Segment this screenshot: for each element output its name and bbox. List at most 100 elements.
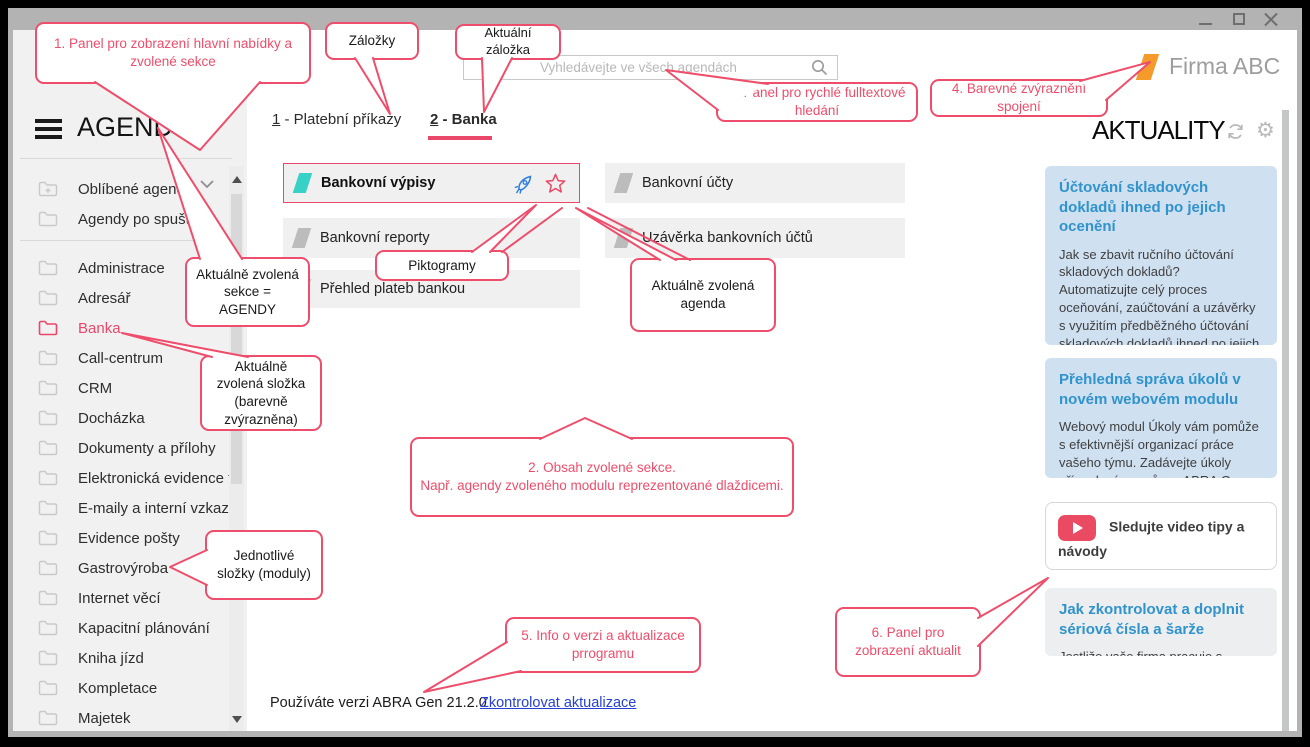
chevron-down-icon[interactable] <box>200 180 214 189</box>
settings-gear-icon[interactable]: ⚙ <box>1256 119 1275 142</box>
sidebar-item-label: Banka <box>78 319 121 337</box>
callout-text: 6. Panel pro zobrazení aktualit <box>855 625 961 658</box>
news-card[interactable]: Jak zkontrolovat a doplnit sériová čísla… <box>1045 588 1277 656</box>
video-card-label: Sledujte video tipy a návody <box>1058 518 1245 559</box>
callout-text: 5. Info o verzi a aktualizace prrogramu <box>521 628 685 661</box>
callout-modules: Jednotlivé složky (moduly) <box>205 530 323 600</box>
folder-icon <box>38 530 58 546</box>
scrollbar-thumb[interactable] <box>231 194 242 484</box>
sidebar-item-label: Gastrovýroba <box>78 559 169 577</box>
callout-active-tab: Aktuální záložka <box>455 24 561 60</box>
callout-main-menu-panel: 1. Panel pro zobrazení hlavní nabídky a … <box>35 22 311 84</box>
news-card-title[interactable]: Účtování skladových dokladů ihned po jej… <box>1059 179 1226 235</box>
tile-bankovni-vypisy[interactable]: Bankovní výpisy <box>283 163 580 203</box>
sidebar-item-label: Adresář <box>78 289 131 307</box>
sidebar-scrollbar[interactable] <box>229 166 244 731</box>
sidebar-item-administrace[interactable]: Administrace <box>13 253 232 283</box>
sidebar-item-crm[interactable]: CRM <box>13 373 232 403</box>
sidebar-item-label: Internet věcí <box>78 589 161 607</box>
tab-platebni-prikazy[interactable]: 1 - Platební příkazy <box>272 111 401 128</box>
star-icon[interactable] <box>544 172 567 195</box>
sidebar-item-internet-veci[interactable]: Internet věcí <box>13 583 232 613</box>
video-tips-card[interactable]: Sledujte video tipy a návody <box>1045 502 1277 570</box>
agenda-teal-icon <box>292 173 313 193</box>
news-card[interactable]: Účtování skladových dokladů ihned po jej… <box>1045 166 1277 345</box>
sidebar-item-gastrovyroba[interactable]: Gastrovýroba <box>13 553 232 583</box>
sidebar-item-majetek[interactable]: Majetek <box>13 703 232 733</box>
folder-icon <box>38 560 58 576</box>
close-icon[interactable] <box>1264 11 1278 27</box>
tile-prehled-plateb-bankou[interactable]: Přehled plateb bankou <box>283 270 580 308</box>
sidebar-item-kniha-jizd[interactable]: Kniha jízd <box>13 643 232 673</box>
sidebar-item-kompletace[interactable]: Kompletace <box>13 673 232 703</box>
sidebar-item-adresar[interactable]: Adresář <box>13 283 232 313</box>
sidebar-item-oblibene-agendy[interactable]: Oblíbené agendy <box>13 174 232 204</box>
tab-number: 2 <box>430 111 439 128</box>
sidebar-item-label: Oblíbené agendy <box>78 180 193 198</box>
sidebar-item-dokumenty[interactable]: Dokumenty a přílohy <box>13 433 232 463</box>
scroll-down-icon[interactable] <box>232 716 242 723</box>
tile-uzaverka-bankovnich-uctu[interactable]: Uzávěrka bankovních účtů <box>605 218 905 258</box>
callout-text: 2. Obsah zvolené sekce. Např. agendy zvo… <box>420 460 784 493</box>
news-card[interactable]: Přehledná správa úkolů v novém webovém m… <box>1045 358 1277 478</box>
sidebar-item-label: CRM <box>78 379 113 397</box>
agenda-gray-icon <box>291 228 312 248</box>
sidebar-item-label: Kompletace <box>78 679 158 697</box>
section-title: AGENDY <box>77 112 192 142</box>
sidebar-item-label: Majetek <box>78 709 131 727</box>
folder-plus-icon <box>38 181 58 197</box>
callout-text: Jednotlivé složky (moduly) <box>217 548 311 581</box>
news-card-title[interactable]: Jak zkontrolovat a doplnit sériová čísla… <box>1059 601 1245 638</box>
news-panel-title: AKTUALITY <box>1092 115 1226 145</box>
maximize-icon[interactable] <box>1233 13 1245 25</box>
refresh-icon[interactable] <box>1226 122 1245 141</box>
sidebar-item-kapacitni-planovani[interactable]: Kapacitní plánování <box>13 613 232 643</box>
sidebar-item-label: Elektronická evidence trž <box>78 469 232 487</box>
sidebar-item-dochazka[interactable]: Docházka <box>13 403 232 433</box>
folder-icon <box>38 650 58 666</box>
sidebar-item-eet[interactable]: Elektronická evidence trž <box>13 463 232 493</box>
brand-logo-icon <box>1135 53 1160 80</box>
search-input[interactable] <box>463 55 838 80</box>
sidebar-item-evidence-posty[interactable]: Evidence pošty <box>13 523 232 553</box>
folder-icon-selected <box>38 320 58 336</box>
callout-text: Piktogramy <box>408 257 476 273</box>
tab-number: 1 <box>272 111 281 128</box>
sidebar-item-agendy-po-spusteni[interactable]: Agendy po spuštění <box>13 204 232 234</box>
folder-icon <box>38 500 58 516</box>
folder-icon <box>38 440 58 456</box>
callout-text: 4. Barevné zvýraznění spojení <box>951 81 1087 114</box>
sidebar-item-banka[interactable]: Banka <box>13 313 232 343</box>
tab-banka[interactable]: 2 - Banka <box>430 111 497 128</box>
tab-label: - Platební příkazy <box>284 111 402 128</box>
callout-pictograms: Piktogramy <box>375 250 509 281</box>
rocket-icon[interactable] <box>513 172 536 195</box>
sidebar-item-label: Administrace <box>78 259 165 277</box>
tile-label: Uzávěrka bankovních účtů <box>642 230 813 246</box>
callout-text: Aktuální záložka <box>484 25 532 57</box>
sidebar-divider <box>20 240 232 241</box>
tile-label: Bankovní výpisy <box>321 175 436 191</box>
news-card-title[interactable]: Přehledná správa úkolů v novém webovém m… <box>1059 371 1241 408</box>
sidebar-item-label: Docházka <box>78 409 145 427</box>
scroll-up-icon[interactable] <box>232 176 242 183</box>
folder-icon <box>38 350 58 366</box>
check-updates-link[interactable]: Zkontrolovat aktualizace <box>480 695 637 711</box>
version-text: Používáte verzi ABRA Gen 21.2.0 <box>270 695 487 711</box>
tile-bankovni-ucty[interactable]: Bankovní účty <box>605 163 905 203</box>
brand-name: Firma ABC <box>1169 53 1281 79</box>
sidebar-item-emaily[interactable]: E-maily a interní vzkazy <box>13 493 232 523</box>
sidebar-item-label: Evidence pošty <box>78 529 180 547</box>
news-scrollbar[interactable] <box>1282 110 1289 731</box>
youtube-play-icon <box>1058 515 1096 541</box>
brand: Firma ABC <box>1135 53 1281 80</box>
callout-fulltext-search: 3. Panel pro rychlé fulltextové hledání <box>716 82 918 122</box>
callout-selected-agenda: Aktuálně zvolená agenda <box>630 258 776 332</box>
minimize-icon[interactable] <box>1199 23 1212 25</box>
menu-icon[interactable] <box>35 119 62 141</box>
folder-icon <box>38 211 58 227</box>
sidebar-item-label: Dokumenty a přílohy <box>78 439 216 457</box>
callout-tabs: Záložky <box>325 22 419 60</box>
search-icon[interactable] <box>811 59 828 76</box>
